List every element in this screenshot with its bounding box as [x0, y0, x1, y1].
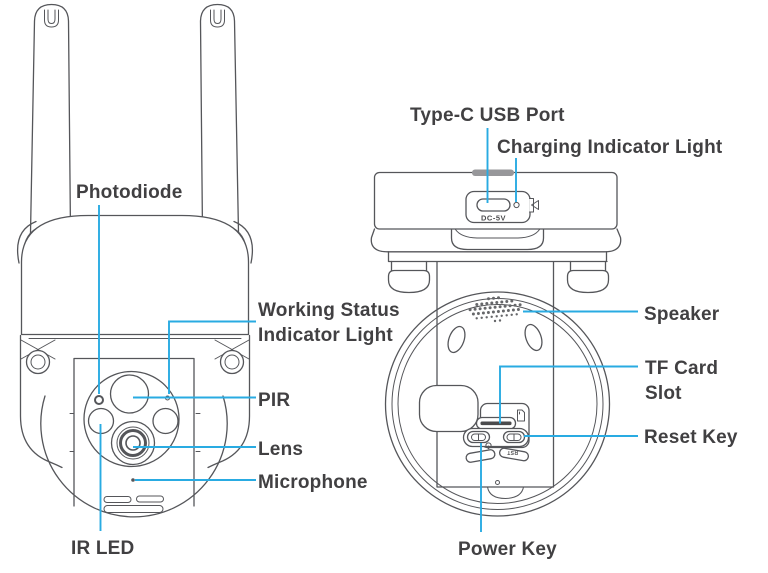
power-icon: [485, 442, 492, 450]
label-charging-indicator-light: Charging Indicator Light: [497, 137, 723, 158]
pir-sensor: [109, 374, 150, 414]
port-housing: DC-5V: [373, 169, 618, 230]
photodiode-part: [94, 395, 104, 405]
microphone-part: [131, 478, 135, 482]
left-foot: [387, 260, 431, 294]
label-reset-key: Reset Key: [644, 427, 738, 448]
tf-card-icon: [517, 409, 525, 422]
charging-light-part: [513, 201, 520, 209]
label-tf-card-slot-line1: TF Card: [645, 358, 719, 379]
bottom-view: DC-5V: [370, 128, 638, 532]
screw-hole-left: [447, 325, 466, 354]
mount-base: [370, 228, 622, 294]
label-microphone: Microphone: [258, 472, 368, 493]
label-working-status: Working Status Indicator Light: [258, 298, 400, 348]
camera-body: [20, 214, 250, 360]
front-vents: [103, 495, 164, 513]
label-tf-card-slot-line2: Slot: [645, 383, 682, 404]
bottom-leader-lines: [480, 128, 638, 532]
label-working-status-line2: Indicator Light: [258, 325, 393, 346]
label-speaker: Speaker: [644, 304, 720, 325]
camera-head: [19, 334, 251, 518]
right-foot: [566, 260, 610, 294]
triangle-marker-icon: [531, 200, 539, 210]
face-panel: [83, 370, 180, 468]
dc-5v-engraving: DC-5V: [481, 214, 506, 223]
power-key-part: [466, 430, 492, 450]
rubber-flap: [418, 384, 479, 433]
screw-hole-right: [524, 323, 543, 352]
speaker-grille-dots: [468, 296, 522, 323]
ir-led-right-part: [152, 407, 179, 435]
label-tf-card-slot: TF Card Slot: [645, 356, 718, 406]
right-screw-icon: [219, 349, 245, 375]
label-photodiode: Photodiode: [76, 182, 183, 203]
usb-c-port-part: [476, 198, 511, 212]
bottom-circle: RST: [384, 261, 611, 517]
key-panel: RST: [462, 427, 530, 455]
left-antenna-icon: [29, 3, 72, 234]
label-pir: PIR: [258, 390, 291, 411]
label-type-c-usb-port: Type-C USB Port: [410, 105, 565, 126]
label-lens: Lens: [258, 439, 304, 460]
lens-part: [110, 420, 156, 466]
label-ir-led: IR LED: [71, 538, 135, 559]
left-screw-icon: [25, 349, 51, 375]
arc-vent-right: [499, 447, 529, 462]
label-power-key: Power Key: [458, 539, 557, 560]
rst-engraving: RST: [507, 449, 518, 455]
front-leader-lines: [98, 205, 256, 531]
top-slot: [472, 169, 514, 176]
right-antenna-icon: [199, 3, 240, 234]
label-working-status-line1: Working Status: [258, 300, 400, 321]
pin-hole: [495, 480, 500, 485]
front-view: [16, 3, 256, 531]
reset-key-part: RST: [502, 430, 526, 455]
